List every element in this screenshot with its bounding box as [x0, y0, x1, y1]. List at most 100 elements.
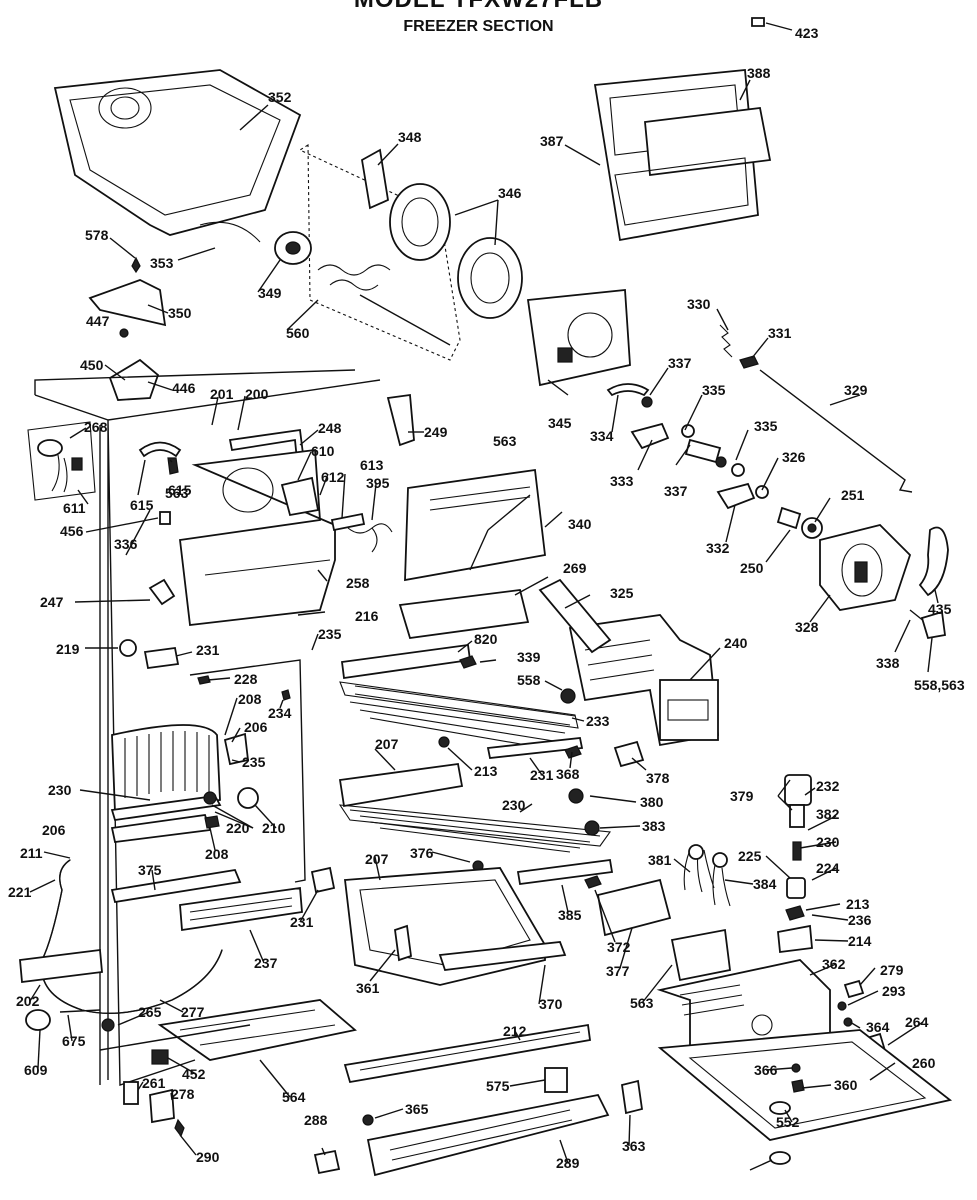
part-label: 446 — [172, 380, 196, 396]
part-label: 265 — [138, 1004, 162, 1020]
part-label: 552 — [776, 1114, 800, 1130]
diagram-title: MODEL TFXW27FLB — [0, 0, 967, 14]
part-label: 235 — [318, 626, 342, 642]
part-label: 247 — [40, 594, 64, 610]
part-label: 360 — [834, 1077, 858, 1093]
part-label: 563 — [493, 433, 517, 449]
part-label: 213 — [474, 763, 498, 779]
part-label: 288 — [304, 1112, 328, 1128]
part-label: 251 — [841, 487, 865, 503]
part-label: 211 — [20, 845, 43, 861]
part-label: 260 — [912, 1055, 936, 1071]
part-label: 378 — [646, 770, 670, 786]
part-label: 207 — [365, 851, 389, 867]
part-label: 208 — [205, 846, 229, 862]
part-label: 293 — [882, 983, 906, 999]
part-label: 612 — [321, 469, 345, 485]
part-label: 230 — [48, 782, 72, 798]
part-label: 200 — [245, 386, 269, 402]
part-label: 352 — [268, 89, 292, 105]
part-label: 250 — [740, 560, 764, 576]
part-label: 214 — [848, 933, 872, 949]
part-label: 423 — [795, 25, 819, 41]
part-label: 610 — [311, 443, 335, 459]
part-label: 237 — [254, 955, 278, 971]
part-label: 233 — [586, 713, 610, 729]
part-label: 379 — [730, 788, 754, 804]
part-label: 364 — [866, 1019, 890, 1035]
part-label: 201 — [210, 386, 234, 402]
part-label: 333 — [610, 473, 634, 489]
part-label: 279 — [880, 962, 904, 978]
part-label: 366 — [754, 1062, 778, 1078]
part-label: 615 — [130, 497, 154, 513]
part-label: 384 — [753, 876, 777, 892]
part-label: 615 — [168, 482, 192, 498]
part-drawings — [19, 17, 953, 1177]
part-label: 277 — [181, 1004, 205, 1020]
part-label: 289 — [556, 1155, 580, 1171]
part-label: 208 — [238, 691, 262, 707]
part-label: 224 — [816, 860, 840, 876]
part-label: 212 — [503, 1023, 527, 1039]
part-label: 264 — [905, 1014, 929, 1030]
part-label: 368 — [556, 766, 580, 782]
part-label: 207 — [375, 736, 399, 752]
part-label: 372 — [607, 939, 631, 955]
part-label: 575 — [486, 1078, 510, 1094]
leader-lines — [29, 22, 939, 1171]
diagram-subtitle: FREEZER SECTION — [403, 18, 554, 35]
part-label: 225 — [738, 848, 762, 864]
part-label: 452 — [182, 1066, 206, 1082]
part-label: 232 — [816, 778, 840, 794]
part-label: 349 — [258, 285, 282, 301]
part-label: 395 — [366, 475, 390, 491]
part-label: 235 — [242, 754, 266, 770]
part-label: 221 — [8, 884, 32, 900]
part-label: 380 — [640, 794, 664, 810]
part-label: 383 — [642, 818, 666, 834]
part-label: 325 — [610, 585, 634, 601]
part-label: 377 — [606, 963, 630, 979]
part-label: 370 — [539, 996, 563, 1012]
part-label: 375 — [138, 862, 162, 878]
part-label: 206 — [42, 822, 66, 838]
part-label: 381 — [648, 852, 672, 868]
part-label: 388 — [747, 65, 771, 81]
part-label: 210 — [262, 820, 286, 836]
part-label: 240 — [724, 635, 748, 651]
part-label: 236 — [848, 912, 872, 928]
part-label: 338 — [876, 655, 900, 671]
part-label: 385 — [558, 907, 582, 923]
part-label: 261 — [142, 1075, 166, 1091]
part-label: 560 — [286, 325, 310, 341]
part-label: 249 — [424, 424, 448, 440]
part-label: 268 — [84, 419, 108, 435]
part-label: 363 — [622, 1138, 646, 1154]
part-label: 450 — [80, 357, 104, 373]
part-label: 346 — [498, 185, 522, 201]
part-label: 348 — [398, 129, 422, 145]
part-label: 558,563 — [914, 677, 965, 693]
part-label: 563 — [165, 485, 189, 501]
part-label: 675 — [62, 1033, 86, 1049]
part-label: 337 — [664, 483, 688, 499]
part-label: 611 — [63, 500, 86, 516]
part-label: 578 — [85, 227, 109, 243]
part-label: 820 — [474, 631, 498, 647]
part-label: 202 — [16, 993, 40, 1009]
part-label: 231 — [290, 914, 314, 930]
part-label: 216 — [355, 608, 379, 624]
part-label: 387 — [540, 133, 564, 149]
part-label: 339 — [517, 649, 541, 665]
part-label: 336 — [114, 536, 138, 552]
part-label: 332 — [706, 540, 730, 556]
part-label: 219 — [56, 641, 80, 657]
part-label: 278 — [171, 1086, 195, 1102]
part-label: 326 — [782, 449, 806, 465]
part-label: 613 — [360, 457, 384, 473]
part-label: 456 — [60, 523, 84, 539]
part-label: 290 — [196, 1149, 220, 1165]
part-label: 609 — [24, 1062, 48, 1078]
